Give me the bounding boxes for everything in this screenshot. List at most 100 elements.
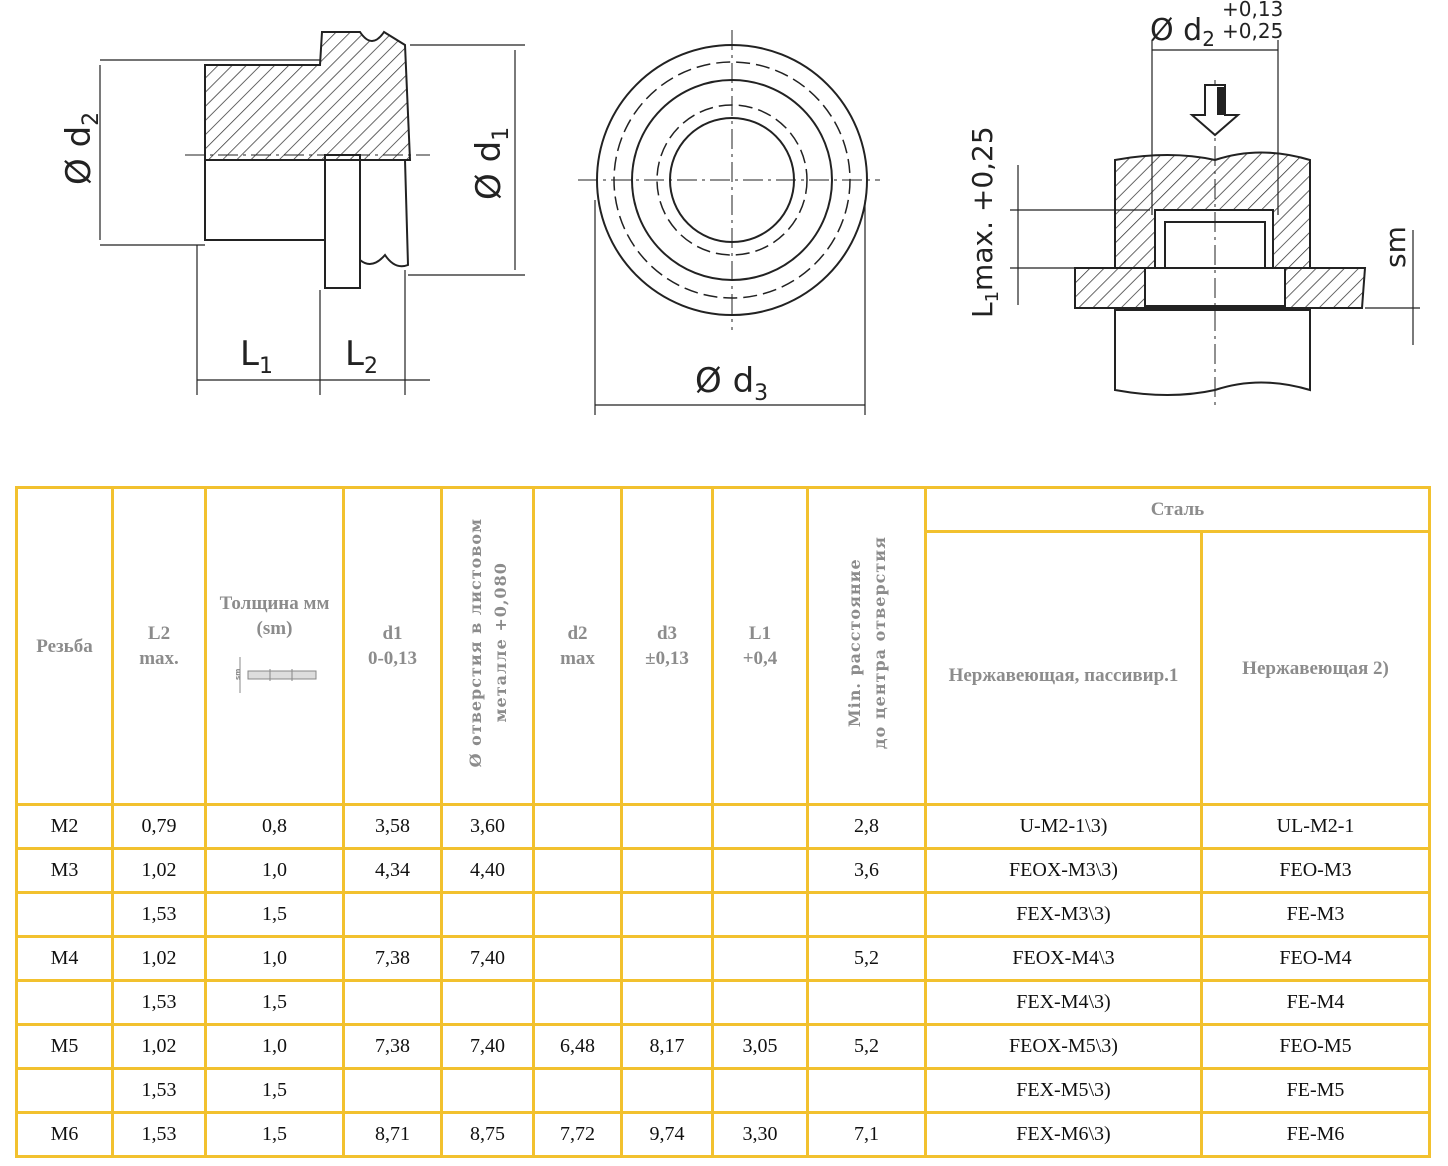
table-cell: 3,05 — [711, 1023, 809, 1070]
table-cell — [342, 979, 443, 1026]
table-cell: 9,74 — [620, 1111, 714, 1158]
table-cell: 4,34 — [342, 847, 443, 894]
table-cell: 7,38 — [342, 1023, 443, 1070]
table-cell — [532, 979, 623, 1026]
table-cell — [620, 935, 714, 982]
table-cell: 7,72 — [532, 1111, 623, 1158]
table-cell — [440, 979, 535, 1026]
table-cell: FEOX-M4\3 — [924, 935, 1203, 982]
table-cell: M2 — [15, 803, 114, 850]
tolerance-upper: +0,13 — [1222, 0, 1283, 21]
table-cell — [532, 803, 623, 850]
table-cell: FEX-M5\3) — [924, 1067, 1203, 1114]
table-cell: 3,60 — [440, 803, 535, 850]
label-L1max: L1max. +0,25 — [966, 126, 1003, 318]
table-cell: UL-M2-1 — [1199, 803, 1432, 850]
table-cell — [532, 1067, 623, 1114]
table-cell: FE-M3 — [1199, 891, 1432, 938]
header-thread: Резьба — [15, 486, 114, 806]
table-cell: 3,58 — [342, 803, 443, 850]
table-cell: 3,6 — [806, 847, 927, 894]
table-cell: 1,02 — [111, 1023, 207, 1070]
table-cell: 8,75 — [440, 1111, 535, 1158]
table-cell: 5,2 — [806, 1023, 927, 1070]
table-cell: 1,5 — [204, 979, 345, 1026]
side-view-drawing: Ø d2 Ø d1 L1 L2 — [59, 30, 525, 395]
table-cell: FEO-M3 — [1199, 847, 1432, 894]
technical-drawings: Ø d2 Ø d1 L1 L2 Ø d3 Ø d2 — [59, 0, 1420, 415]
table-cell — [711, 847, 809, 894]
table-cell: 4,40 — [440, 847, 535, 894]
table-cell: 0,79 — [111, 803, 207, 850]
table-cell: 7,38 — [342, 935, 443, 982]
label-d2: Ø d2 — [59, 112, 104, 185]
table-cell: 6,48 — [532, 1023, 623, 1070]
table-cell: FEX-M6\3) — [924, 1111, 1203, 1158]
table-cell: 0,8 — [204, 803, 345, 850]
table-cell: 1,0 — [204, 1023, 345, 1070]
table-cell — [342, 891, 443, 938]
table-cell — [532, 935, 623, 982]
table-cell — [15, 1067, 114, 1114]
header-thickness: Толщина мм(sm) sm — [204, 486, 345, 806]
table-cell: 8,71 — [342, 1111, 443, 1158]
label-L2: L2 — [345, 334, 378, 379]
table-cell: 7,40 — [440, 1023, 535, 1070]
table-cell — [620, 1067, 714, 1114]
label-d3: Ø d3 — [695, 361, 768, 406]
table-cell: 1,0 — [204, 935, 345, 982]
table-cell: 1,5 — [204, 1067, 345, 1114]
table-cell — [711, 979, 809, 1026]
tolerance-lower: +0,25 — [1222, 19, 1283, 43]
table-cell — [806, 1067, 927, 1114]
label-sm: sm — [1379, 226, 1412, 268]
table-cell — [711, 891, 809, 938]
table-cell: M6 — [15, 1111, 114, 1158]
table-cell — [711, 1067, 809, 1114]
table-cell — [342, 1067, 443, 1114]
header-steel: Сталь — [923, 486, 1432, 533]
table-cell: 1,53 — [111, 1067, 207, 1114]
table-cell — [620, 979, 714, 1026]
table-cell — [620, 891, 714, 938]
label-d2-tolerance: Ø d2 — [1150, 13, 1215, 51]
table-cell: 8,17 — [620, 1023, 714, 1070]
label-L1: L1 — [240, 334, 273, 379]
table-cell: FEO-M5 — [1199, 1023, 1432, 1070]
table-cell: FE-M5 — [1199, 1067, 1432, 1114]
table-cell: 1,02 — [111, 935, 207, 982]
table-cell — [532, 891, 623, 938]
header-stainless-passivated: Нержавеющая, пассивир.1 — [924, 530, 1203, 806]
header-d3: d3±0,13 — [620, 486, 714, 806]
table-cell: FE-M4 — [1199, 979, 1432, 1026]
header-l1: L1+0,4 — [711, 486, 809, 806]
table-cell: FEX-M4\3) — [924, 979, 1203, 1026]
table-cell: 2,8 — [806, 803, 927, 850]
table-cell — [711, 803, 809, 850]
table-cell: 7,1 — [806, 1111, 927, 1158]
sheet-thickness-icon: sm — [234, 656, 316, 693]
table-cell — [806, 979, 927, 1026]
table-cell — [806, 891, 927, 938]
table-cell: 1,5 — [204, 891, 345, 938]
table-cell: FE-M6 — [1199, 1111, 1432, 1158]
installation-drawing: Ø d2 +0,13 +0,25 L1max. +0,25 sm — [966, 0, 1420, 405]
label-d1: Ø d1 — [469, 127, 514, 200]
table-cell — [440, 1067, 535, 1114]
top-view-drawing: Ø d3 — [578, 30, 880, 415]
svg-text:sm: sm — [234, 668, 242, 679]
table-cell: FEOX-M3\3) — [924, 847, 1203, 894]
